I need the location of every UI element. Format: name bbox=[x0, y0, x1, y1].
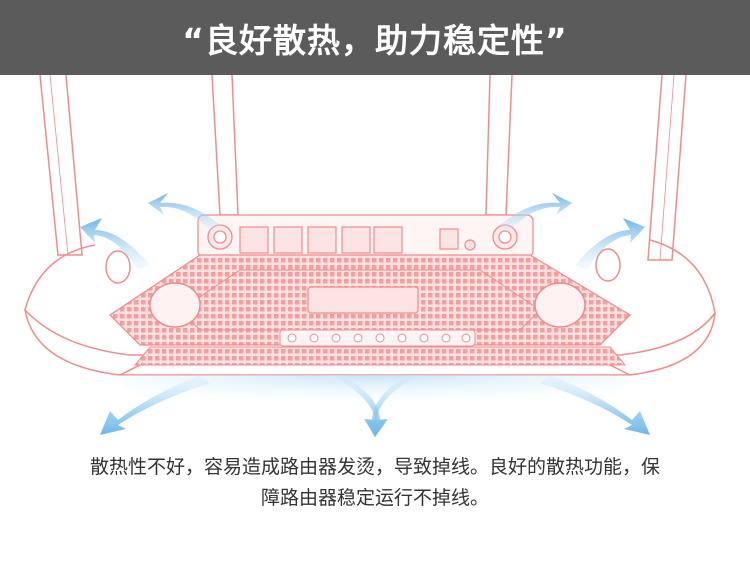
router-illustration bbox=[24, 75, 716, 437]
page-title: “良好散热，助力稳定性” bbox=[182, 20, 568, 60]
airflow-glow bbox=[120, 375, 630, 415]
led-indicator-row bbox=[279, 329, 476, 347]
header-banner: “良好散热，助力稳定性” bbox=[0, 0, 750, 75]
description-line-1: 散热性不好，容易造成路由器发烫，导致掉线。良好的散热功能，保 bbox=[89, 456, 660, 478]
antenna-right-outer bbox=[647, 75, 687, 261]
airflow-arrows-up bbox=[80, 193, 645, 270]
bottom-vent-strip bbox=[133, 346, 627, 366]
logo-plate bbox=[307, 286, 419, 314]
description-text: 散热性不好，容易造成路由器发烫，导致掉线。良好的散热功能，保 障路由器稳定运行不… bbox=[30, 452, 720, 514]
antenna-right-inner bbox=[485, 75, 513, 216]
airflow-arrows-down bbox=[100, 375, 650, 437]
antenna-left-outer bbox=[39, 75, 83, 256]
description-line-2: 障路由器稳定运行不掉线。 bbox=[260, 487, 489, 509]
antenna-left-inner bbox=[211, 75, 239, 216]
ethernet-ports bbox=[239, 226, 476, 254]
